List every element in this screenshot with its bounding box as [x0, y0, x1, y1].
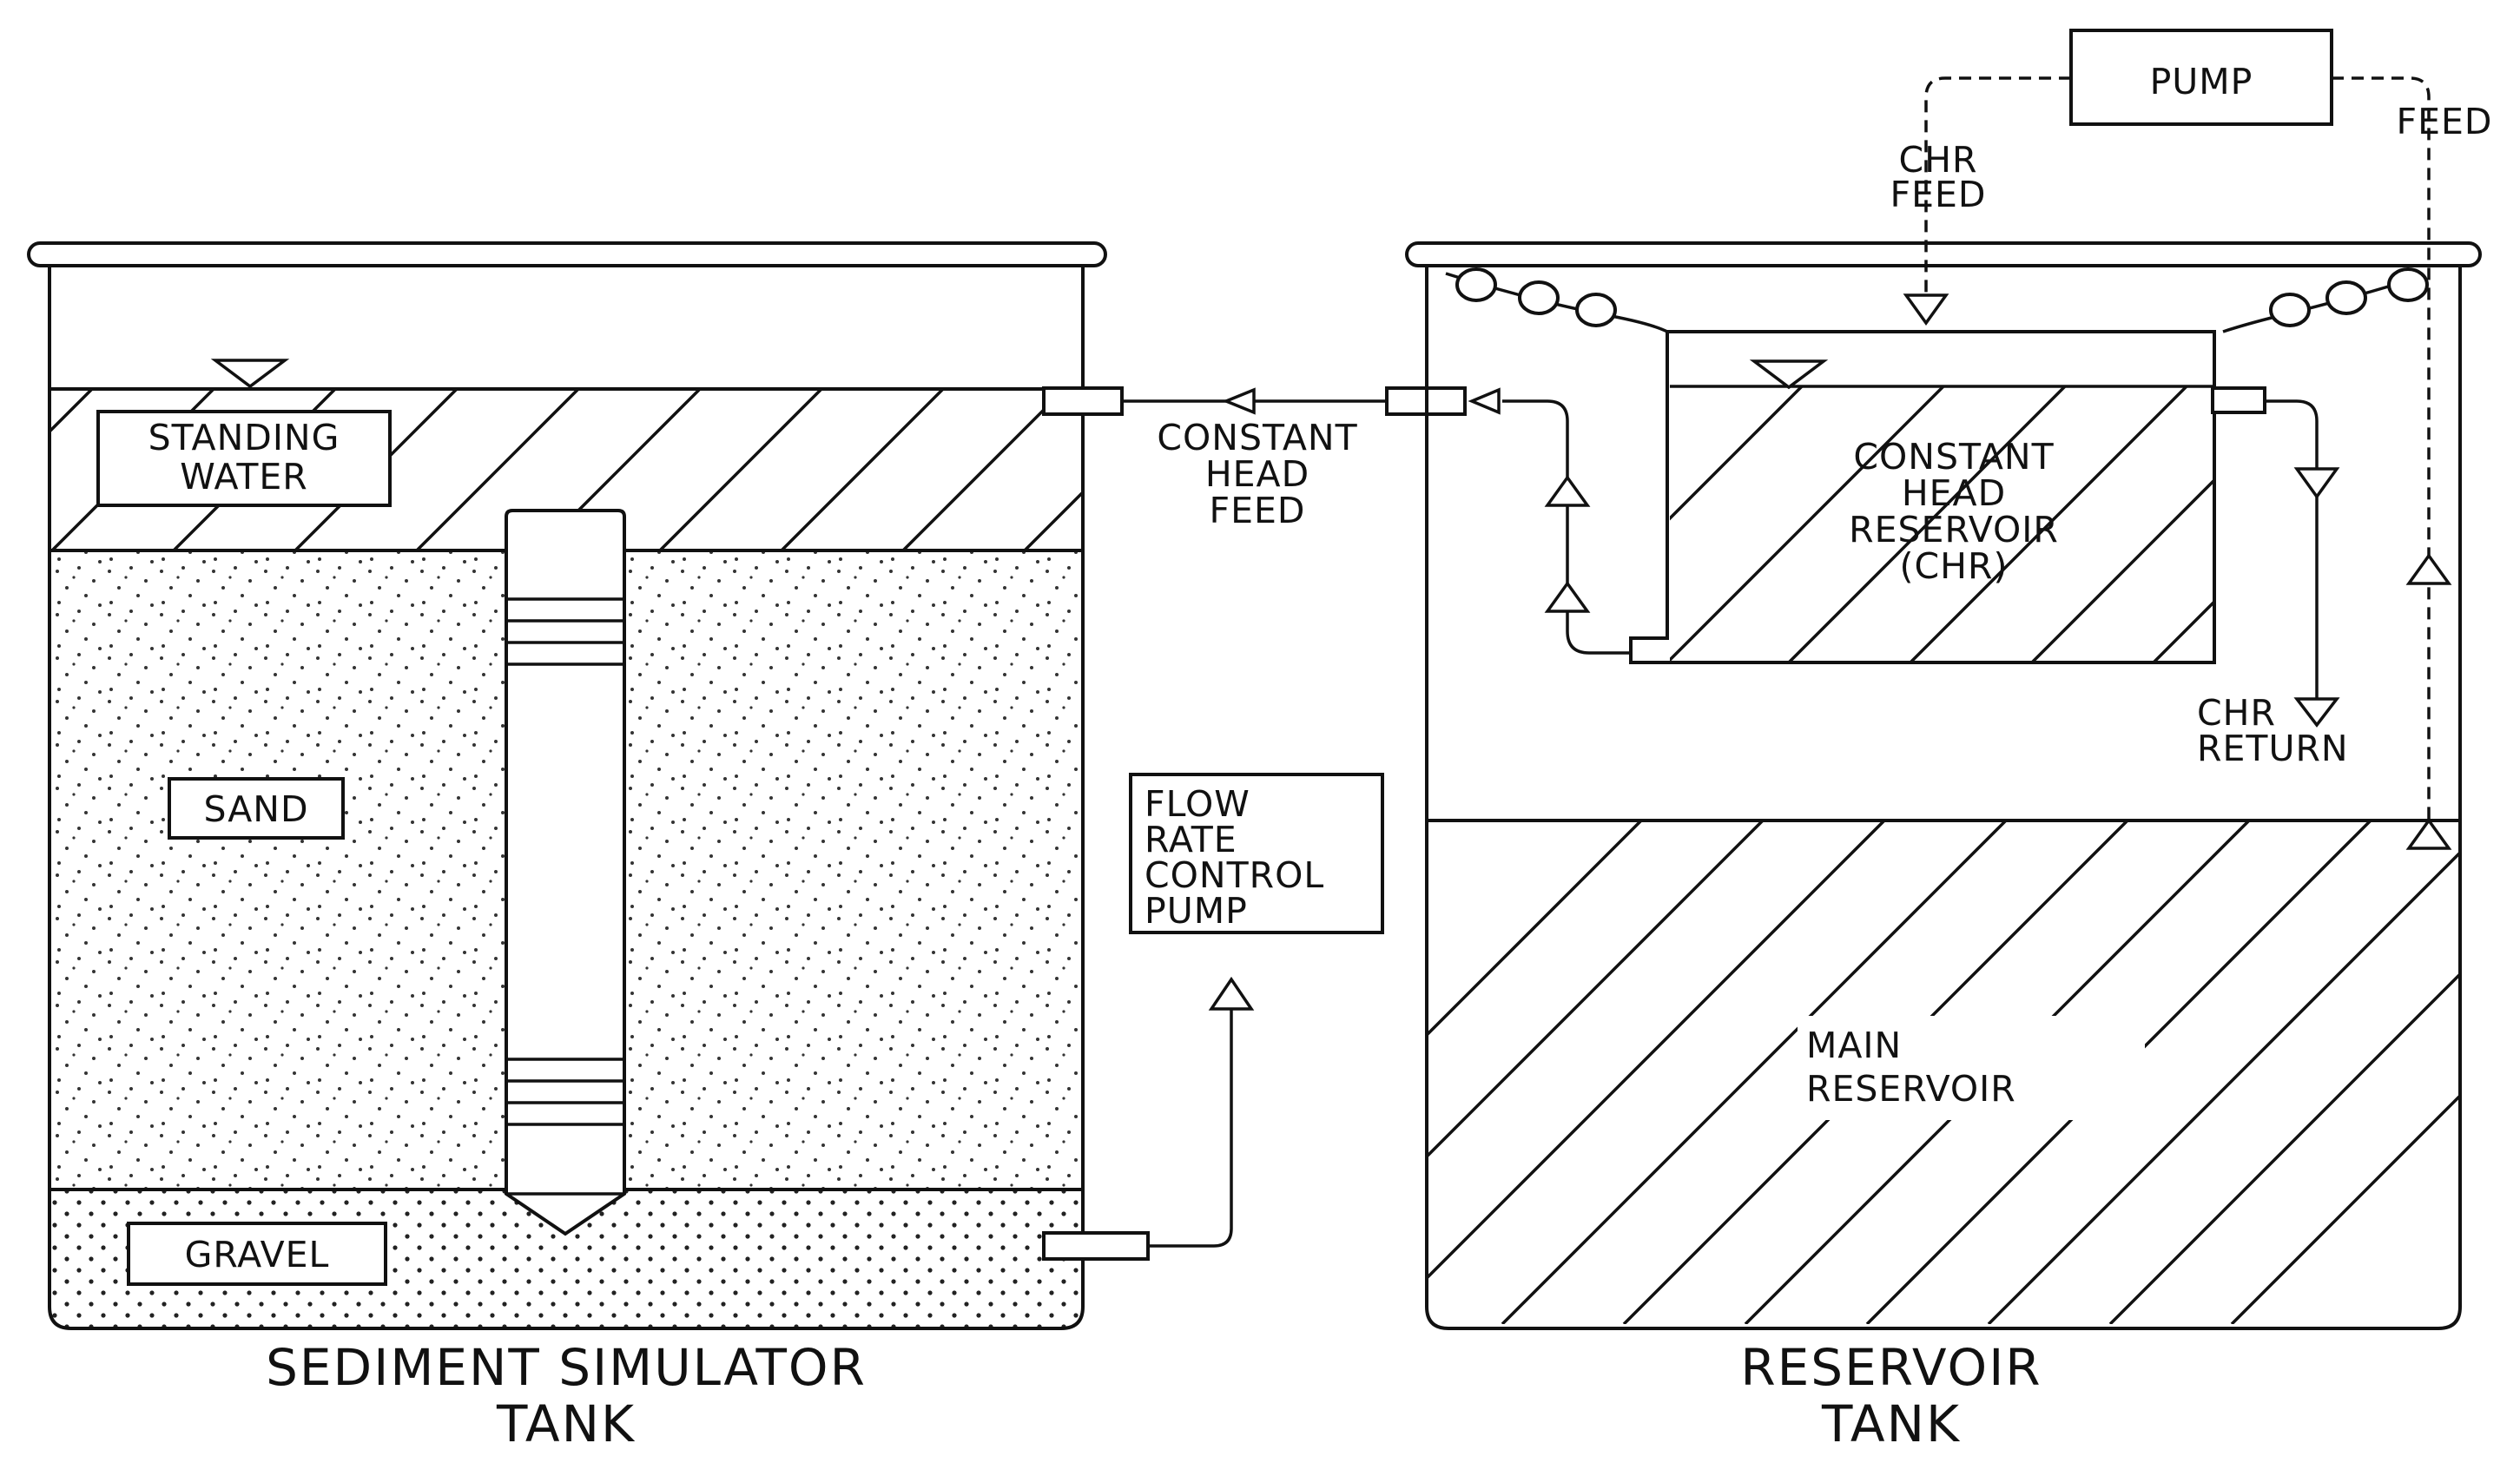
chr-label-line-1: CONSTANT — [1853, 436, 2054, 478]
sand-label: SAND — [168, 777, 345, 840]
constant-head-feed-label: CONSTANT HEAD FEED — [1157, 417, 1357, 531]
chr-feed-line: CHR FEED — [1890, 76, 2071, 326]
float-chain-right — [2222, 267, 2429, 333]
pump-label: PUMP — [2150, 61, 2253, 102]
chr-return-line-2: RETURN — [2197, 728, 2349, 769]
chr-label-line-2: HEAD — [1902, 472, 2006, 514]
reservoir-tank: CHR RETURN CHR FEED FEED PUMP CONSTANT H… — [1405, 29, 2493, 1330]
constant-head-reservoir-label: CONSTANT HEAD RESERVOIR (CHR) — [1849, 436, 2059, 587]
feed-line: FEED — [2332, 76, 2493, 850]
chr-return-line-1: CHR — [2197, 692, 2276, 734]
constant-head-feed-line-1: CONSTANT — [1157, 417, 1357, 458]
reservoir-caption-line-2: TANK — [1821, 1394, 1961, 1453]
chr-label-line-3: RESERVOIR — [1849, 509, 2059, 550]
chr-feed-arrow-down — [1903, 293, 1949, 326]
gravel-label: GRAVEL — [127, 1222, 387, 1286]
chr-feed-line-1: CHR — [1899, 139, 1978, 181]
return-arrow-down-2 — [2293, 697, 2340, 728]
sediment-simulator-tank: STANDING WATER SAND GRAVEL — [27, 241, 1107, 1330]
standing-water-label: STANDING WATER — [96, 410, 392, 507]
pump-box: PUMP — [2069, 29, 2333, 126]
reservoir-tank-caption: RESERVOIR TANK — [1740, 1338, 2042, 1453]
feed-arrow-up-1 — [2405, 553, 2452, 585]
standing-water-hatch — [49, 389, 1083, 550]
chr-feed-line-2: FEED — [1890, 174, 1987, 215]
gravel-outflow-line — [1042, 976, 1255, 1261]
constant-head-feed-line-2: HEAD — [1205, 453, 1309, 495]
sediment-tank-caption: SEDIMENT SIMULATOR TANK — [266, 1338, 867, 1453]
feed-label: FEED — [2397, 101, 2493, 142]
chr-return-line: CHR RETURN — [2197, 399, 2349, 769]
chr-label-line-4: (CHR) — [1900, 545, 2009, 587]
main-reservoir-hatch — [1427, 820, 2460, 1324]
flow-rate-line-4: PUMP — [1145, 890, 1248, 932]
reservoir-tank-rim — [1405, 241, 2482, 267]
sediment-caption-line-1: SEDIMENT SIMULATOR — [266, 1338, 867, 1397]
feed-arrow-left-2 — [1468, 387, 1501, 415]
reservoir-caption-line-1: RESERVOIR — [1740, 1338, 2042, 1397]
loop-arrow-up-1 — [1544, 475, 1591, 507]
feed-arrow-up-2 — [2405, 818, 2452, 850]
constant-head-feed-line — [1042, 386, 1501, 416]
piezometer-tube — [505, 509, 626, 1236]
chr-water-level-marker — [1749, 359, 1829, 390]
sediment-tank-rim — [27, 241, 1107, 267]
main-reservoir-line-2: RESERVOIR — [1806, 1068, 2016, 1110]
main-reservoir-line-1: MAIN — [1806, 1025, 1902, 1066]
pump-inflow-arrow — [1208, 976, 1255, 1011]
standing-water-line-1: STANDING — [148, 417, 340, 458]
standing-water-line-2: WATER — [180, 456, 308, 498]
feed-arrow-left-1 — [1222, 387, 1256, 415]
sediment-caption-line-2: TANK — [496, 1394, 636, 1453]
water-level-marker — [210, 359, 290, 389]
flow-rate-control-pump: FLOW RATE CONTROL PUMP — [1129, 773, 1384, 934]
flow-rate-line-2: RATE — [1145, 819, 1237, 860]
constant-head-feed-line-3: FEED — [1210, 490, 1306, 531]
loop-arrow-up-2 — [1544, 581, 1591, 613]
flow-rate-line-1: FLOW — [1145, 783, 1250, 825]
constant-head-reservoir — [1629, 330, 2266, 664]
sand-label-text: SAND — [203, 788, 308, 830]
chr-outflow-loop — [1502, 399, 1631, 655]
main-reservoir-label: MAIN RESERVOIR — [1798, 1016, 2145, 1120]
float-chain-left — [1445, 267, 1668, 333]
reservoir-tank-wall — [1425, 262, 2462, 1330]
gravel-label-text: GRAVEL — [185, 1234, 330, 1275]
return-arrow-down-1 — [2293, 467, 2340, 499]
sediment-tank-wall — [48, 262, 1085, 1330]
flow-rate-line-3: CONTROL — [1145, 854, 1324, 896]
